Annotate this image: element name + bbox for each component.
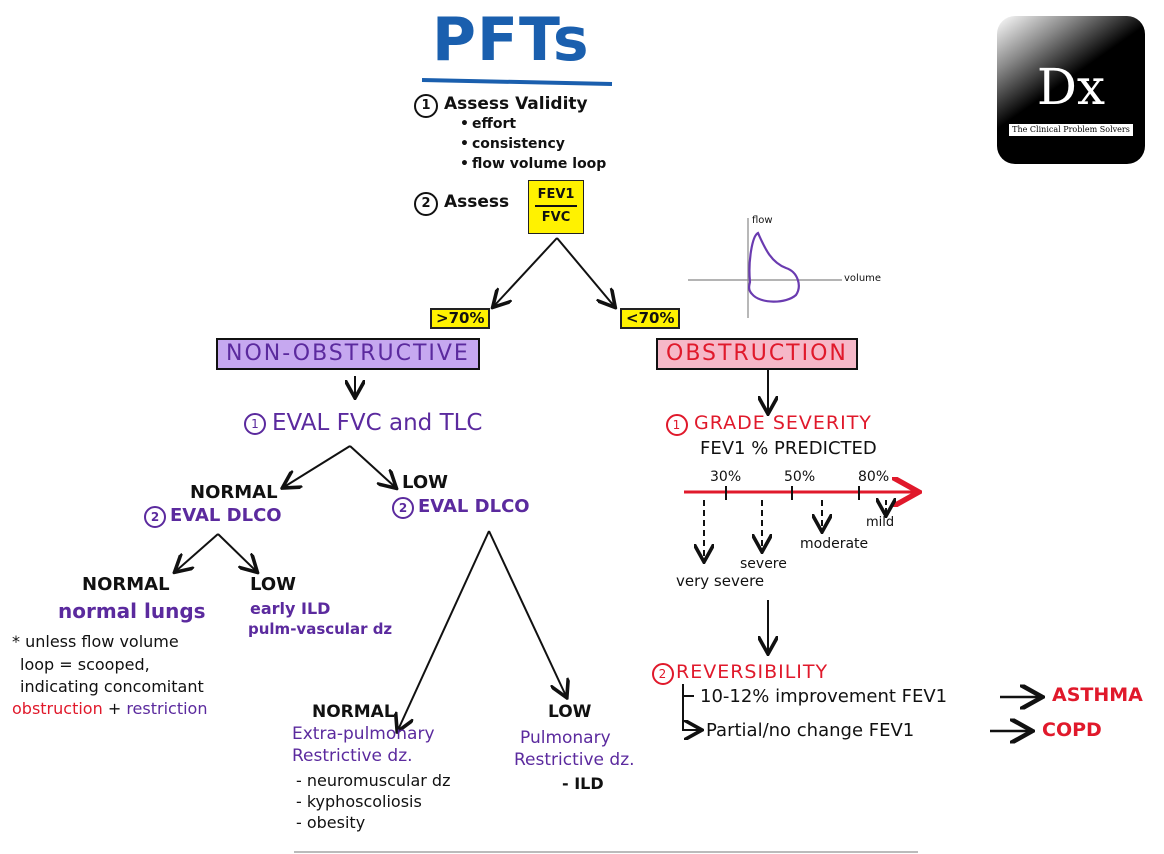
list-item: - kyphoscoliosis bbox=[296, 792, 422, 811]
low-fvc-normal-dlco-label: NORMAL bbox=[312, 702, 395, 722]
tick-80: 80% bbox=[858, 469, 890, 485]
eval-fvc-number: 1 bbox=[244, 412, 266, 435]
grade-mild: mild bbox=[866, 515, 895, 530]
note-line1: unless flow volume bbox=[25, 632, 179, 651]
arrow-to-pulmonary bbox=[488, 530, 566, 696]
reversibility-number: 2 bbox=[652, 663, 674, 685]
threshold-under-70: <70% bbox=[620, 308, 681, 329]
validity-item: effort bbox=[472, 116, 517, 132]
low-dlco-number: 2 bbox=[392, 497, 414, 519]
note-star: * bbox=[12, 632, 20, 651]
obstruction-box: OBSTRUCTION bbox=[656, 338, 858, 370]
note-obstruction: obstruction bbox=[12, 699, 103, 718]
list-item: - ILD bbox=[562, 774, 604, 793]
grade-very-severe: very severe bbox=[676, 572, 765, 590]
ratio-top: FEV1 bbox=[537, 187, 575, 202]
outcome-asthma: ASTHMA bbox=[1052, 684, 1143, 706]
graph-volume-label: volume bbox=[844, 273, 882, 284]
low-dlco-text: EVAL DLCO bbox=[418, 496, 530, 517]
ratio-bottom: FVC bbox=[541, 210, 571, 225]
step2-number: 2 bbox=[414, 192, 438, 216]
non-obstructive-box: NON-OBSTRUCTIVE bbox=[216, 338, 480, 370]
tick-50: 50% bbox=[784, 469, 816, 485]
ratio-box: FEV1 FVC bbox=[528, 180, 584, 234]
logo-mark: Dx bbox=[1036, 58, 1106, 116]
pulm-vascular: pulm-vascular dz bbox=[248, 620, 393, 638]
grade-text: GRADE SEVERITY bbox=[694, 412, 872, 434]
list-item: - neuromuscular dz bbox=[296, 771, 451, 790]
step2-text: Assess bbox=[444, 192, 510, 212]
title-underline bbox=[421, 78, 613, 86]
arrow-to-low-dlco bbox=[217, 533, 256, 571]
pulmonary-restrictive: Restrictive dz. bbox=[514, 750, 635, 770]
grade-moderate: moderate bbox=[800, 536, 869, 552]
fvc-normal-label: NORMAL bbox=[190, 482, 278, 503]
normal-lungs: normal lungs bbox=[58, 599, 206, 623]
scooped-loop bbox=[748, 231, 800, 303]
dx-logo: Dx The Clinical Problem Solvers bbox=[997, 16, 1145, 164]
page-title: PFTs bbox=[432, 5, 590, 75]
arrow-to-obstruction bbox=[556, 237, 614, 306]
list-item: - obesity bbox=[296, 813, 366, 832]
fvc-low-label: LOW bbox=[402, 472, 448, 493]
step1-text: Assess Validity bbox=[444, 94, 588, 114]
arrow-to-extrapulmonary bbox=[398, 530, 490, 730]
grade-number: 1 bbox=[666, 414, 688, 436]
arrow-to-normal-dlco bbox=[176, 533, 219, 571]
arrow-to-low-fvc bbox=[349, 445, 395, 487]
note-line3: indicating concomitant bbox=[20, 677, 204, 696]
extra-restrictive: Restrictive dz. bbox=[292, 746, 413, 766]
note-plus: + bbox=[107, 699, 122, 718]
reversibility-text: REVERSIBILITY bbox=[676, 661, 829, 683]
logo-caption: The Clinical Problem Solvers bbox=[1009, 124, 1133, 136]
note-restriction: restriction bbox=[126, 699, 208, 718]
extra-pulmonary: Extra-pulmonary bbox=[292, 724, 435, 744]
early-ild: early ILD bbox=[250, 599, 331, 618]
normal-dlco-number: 2 bbox=[144, 506, 166, 528]
validity-item: consistency bbox=[472, 136, 565, 152]
dlco-normal-label: NORMAL bbox=[82, 574, 170, 595]
note-line2: loop = scooped, bbox=[20, 655, 150, 674]
outcome2-text: Partial/no change FEV1 bbox=[706, 720, 915, 741]
low-fvc-low-dlco-label: LOW bbox=[548, 702, 592, 722]
arrow-to-nonobstructive bbox=[494, 237, 558, 306]
eval-fvc-text: EVAL FVC and TLC bbox=[272, 410, 483, 436]
validity-item: flow volume loop bbox=[472, 156, 607, 172]
normal-dlco-text: EVAL DLCO bbox=[170, 505, 282, 526]
tick-30: 30% bbox=[710, 469, 742, 485]
outcome-copd: COPD bbox=[1042, 719, 1102, 741]
graph-flow-label: flow bbox=[752, 215, 773, 226]
arrow-to-normal-fvc bbox=[284, 445, 351, 487]
outcome1-text: 10-12% improvement FEV1 bbox=[700, 686, 948, 707]
grade-severe: severe bbox=[740, 556, 787, 572]
pulmonary: Pulmonary bbox=[520, 728, 611, 748]
step1-number: 1 bbox=[414, 94, 438, 118]
threshold-over-70: >70% bbox=[430, 308, 491, 329]
fev1-predicted: FEV1 % PREDICTED bbox=[700, 438, 877, 459]
dlco-low-label: LOW bbox=[250, 574, 296, 595]
